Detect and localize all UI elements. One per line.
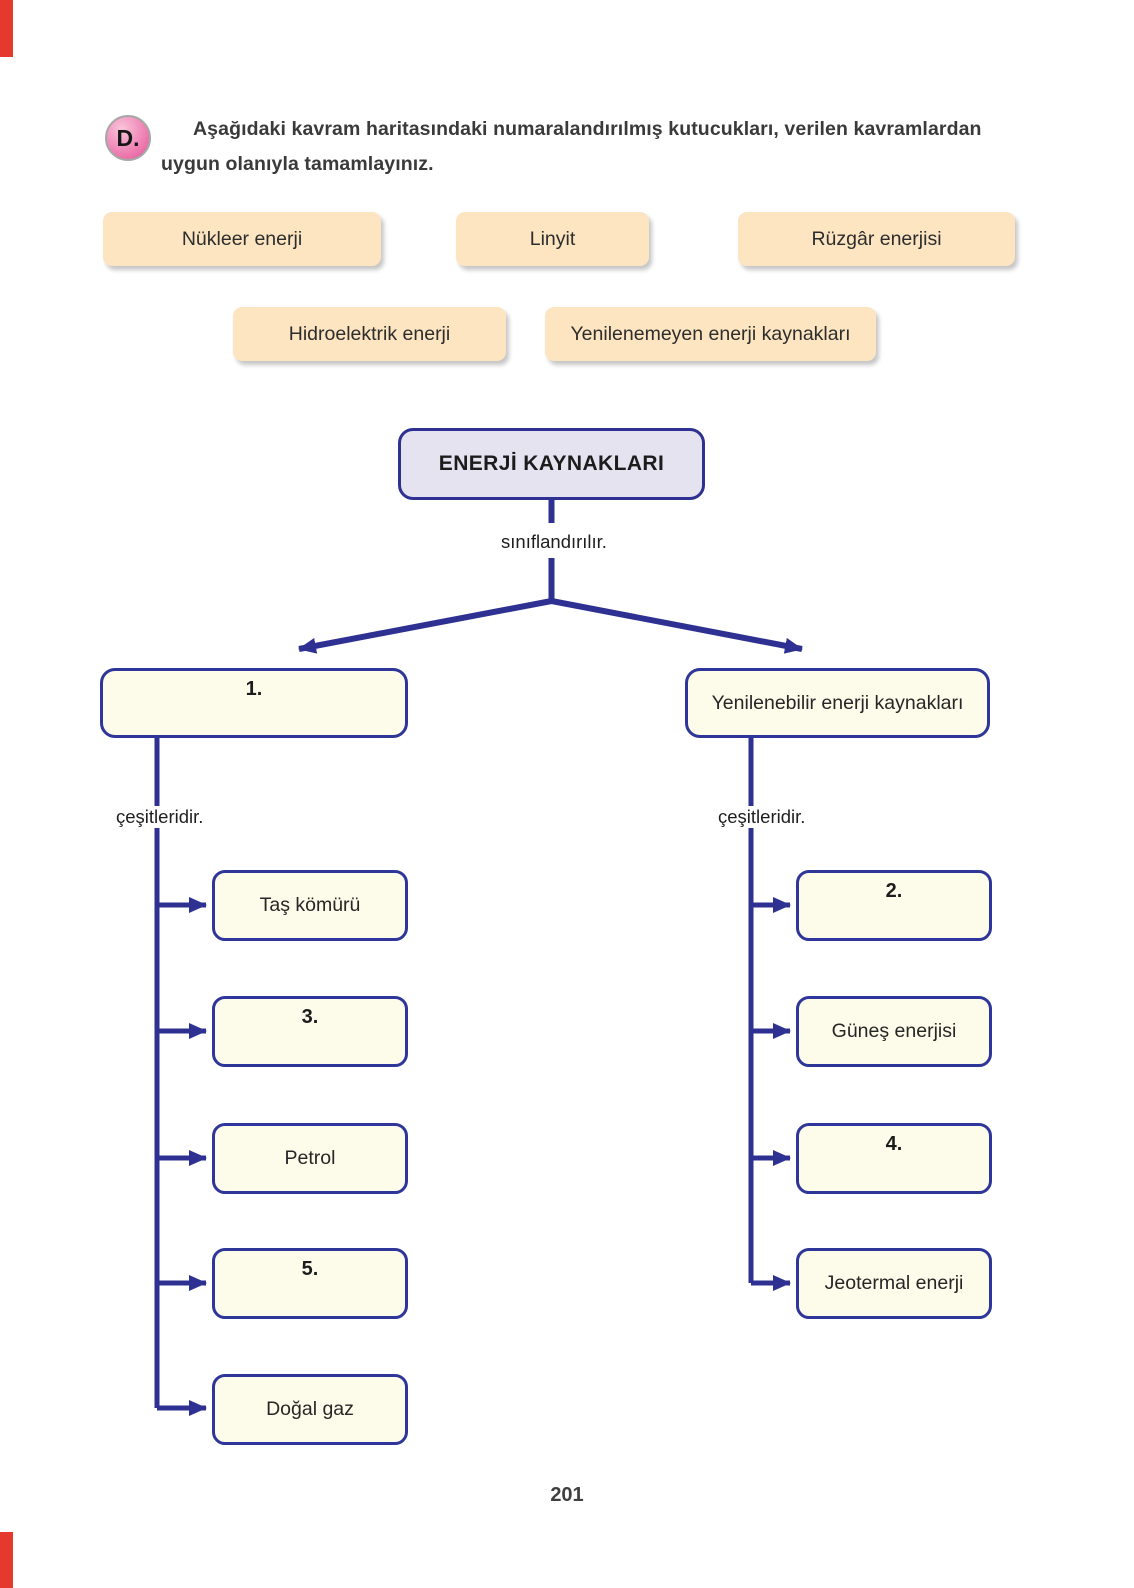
- word-chip-nukleer-enerji[interactable]: Nükleer enerji: [103, 212, 381, 266]
- blank-node-5[interactable]: 5.: [212, 1248, 408, 1319]
- page-edge-mark-top: [0, 0, 13, 57]
- branch-label-left: çeşitleridir.: [113, 806, 207, 828]
- blank-node-2[interactable]: 2.: [796, 870, 992, 941]
- classifier-label: sınıflandırılır.: [451, 531, 657, 553]
- blank-node-4[interactable]: 4.: [796, 1123, 992, 1194]
- leaf-node-dogal-gaz: Doğal gaz: [212, 1374, 408, 1445]
- blank-node-1[interactable]: 1.: [100, 668, 408, 738]
- root-node-enerji-kaynaklari: ENERJİ KAYNAKLARI: [398, 428, 705, 500]
- word-chip-linyit[interactable]: Linyit: [456, 212, 649, 266]
- page-edge-mark-bottom: [0, 1532, 13, 1588]
- leaf-node-petrol: Petrol: [212, 1123, 408, 1194]
- branch-label-right: çeşitleridir.: [715, 806, 809, 828]
- word-chip-ruzgar-enerjisi[interactable]: Rüzgâr enerjisi: [738, 212, 1015, 266]
- leaf-node-jeotermal-enerji: Jeotermal enerji: [796, 1248, 992, 1319]
- node-yenilenebilir-enerji-kaynaklari: Yenilenebilir enerji kaynakları: [685, 668, 990, 738]
- word-chip-yenilenemeyen-enerji-kaynaklari[interactable]: Yenilenemeyen enerji kaynakları: [545, 307, 876, 361]
- leaf-node-gunes-enerjisi: Güneş enerjisi: [796, 996, 992, 1067]
- instruction-line-2: uygun olanıyla tamamlayınız.: [161, 153, 434, 175]
- connector-branch-left-arrow: [298, 598, 553, 654]
- word-chip-hidroelektrik-enerji[interactable]: Hidroelektrik enerji: [233, 307, 506, 361]
- blank-node-3[interactable]: 3.: [212, 996, 408, 1067]
- instruction-line-1: Aşağıdaki kavram haritasındaki numaralan…: [193, 118, 982, 140]
- connector-branch-right-arrow: [550, 598, 803, 654]
- page-number: 201: [550, 1484, 584, 1506]
- leaf-node-tas-komuru: Taş kömürü: [212, 870, 408, 941]
- section-badge: D.: [105, 115, 151, 161]
